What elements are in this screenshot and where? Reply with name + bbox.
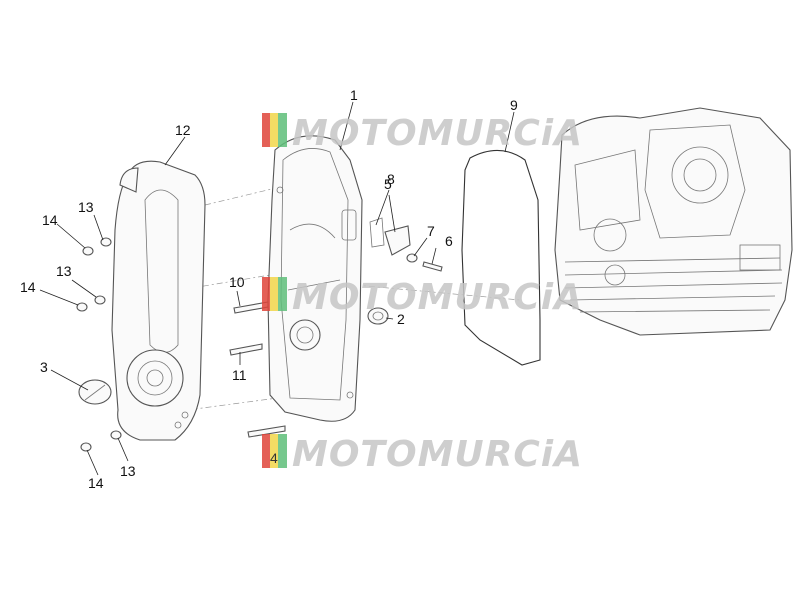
watermark-text: MOTOMURCiA <box>292 277 583 318</box>
callout-13-middle: 13 <box>56 263 72 279</box>
watermark-text: MOTOMURCiA <box>292 434 583 475</box>
filler-cap <box>78 379 112 405</box>
watermark-bottom: MOTOMURCiA 4 <box>262 434 583 475</box>
outer-timing-cover <box>111 160 206 441</box>
engine-crankcase <box>554 107 793 336</box>
callout-5: 5 <box>384 176 392 192</box>
screw-6 <box>422 261 443 272</box>
callout-13-top: 13 <box>78 199 94 215</box>
callout-6: 6 <box>445 233 453 249</box>
callout-7: 7 <box>427 223 435 239</box>
leader-lines <box>39 101 515 476</box>
seal-ring <box>367 307 389 325</box>
callout-3: 3 <box>40 359 48 375</box>
callout-14-middle: 14 <box>20 279 36 295</box>
inner-timing-cover <box>267 135 363 422</box>
callout-12: 12 <box>175 122 191 138</box>
callout-14-top: 14 <box>42 212 58 228</box>
callout-2: 2 <box>397 311 405 327</box>
callout-4: 4 <box>270 450 278 466</box>
callout-11: 11 <box>232 367 247 383</box>
bolt-lower <box>247 425 286 438</box>
watermark-top: MOTOMURCiA <box>262 113 583 154</box>
callout-9: 9 <box>510 97 518 113</box>
screw-7 <box>406 253 418 263</box>
bolt-11 <box>229 343 263 356</box>
cover-gasket <box>461 149 541 366</box>
callout-1: 1 <box>350 87 358 103</box>
bracket-plate <box>384 225 411 256</box>
callout-8: 8 <box>387 171 395 187</box>
fasteners-left <box>76 237 122 452</box>
callout-10: 10 <box>229 274 245 290</box>
callout-14-bottom: 14 <box>88 475 104 491</box>
callout-labels: 1 2 3 5 6 7 8 9 10 11 12 13 13 13 14 14 … <box>20 87 518 491</box>
callout-13-bottom: 13 <box>120 463 136 479</box>
watermark-text: MOTOMURCiA <box>292 113 583 154</box>
watermark-middle: MOTOMURCiA <box>262 277 583 318</box>
